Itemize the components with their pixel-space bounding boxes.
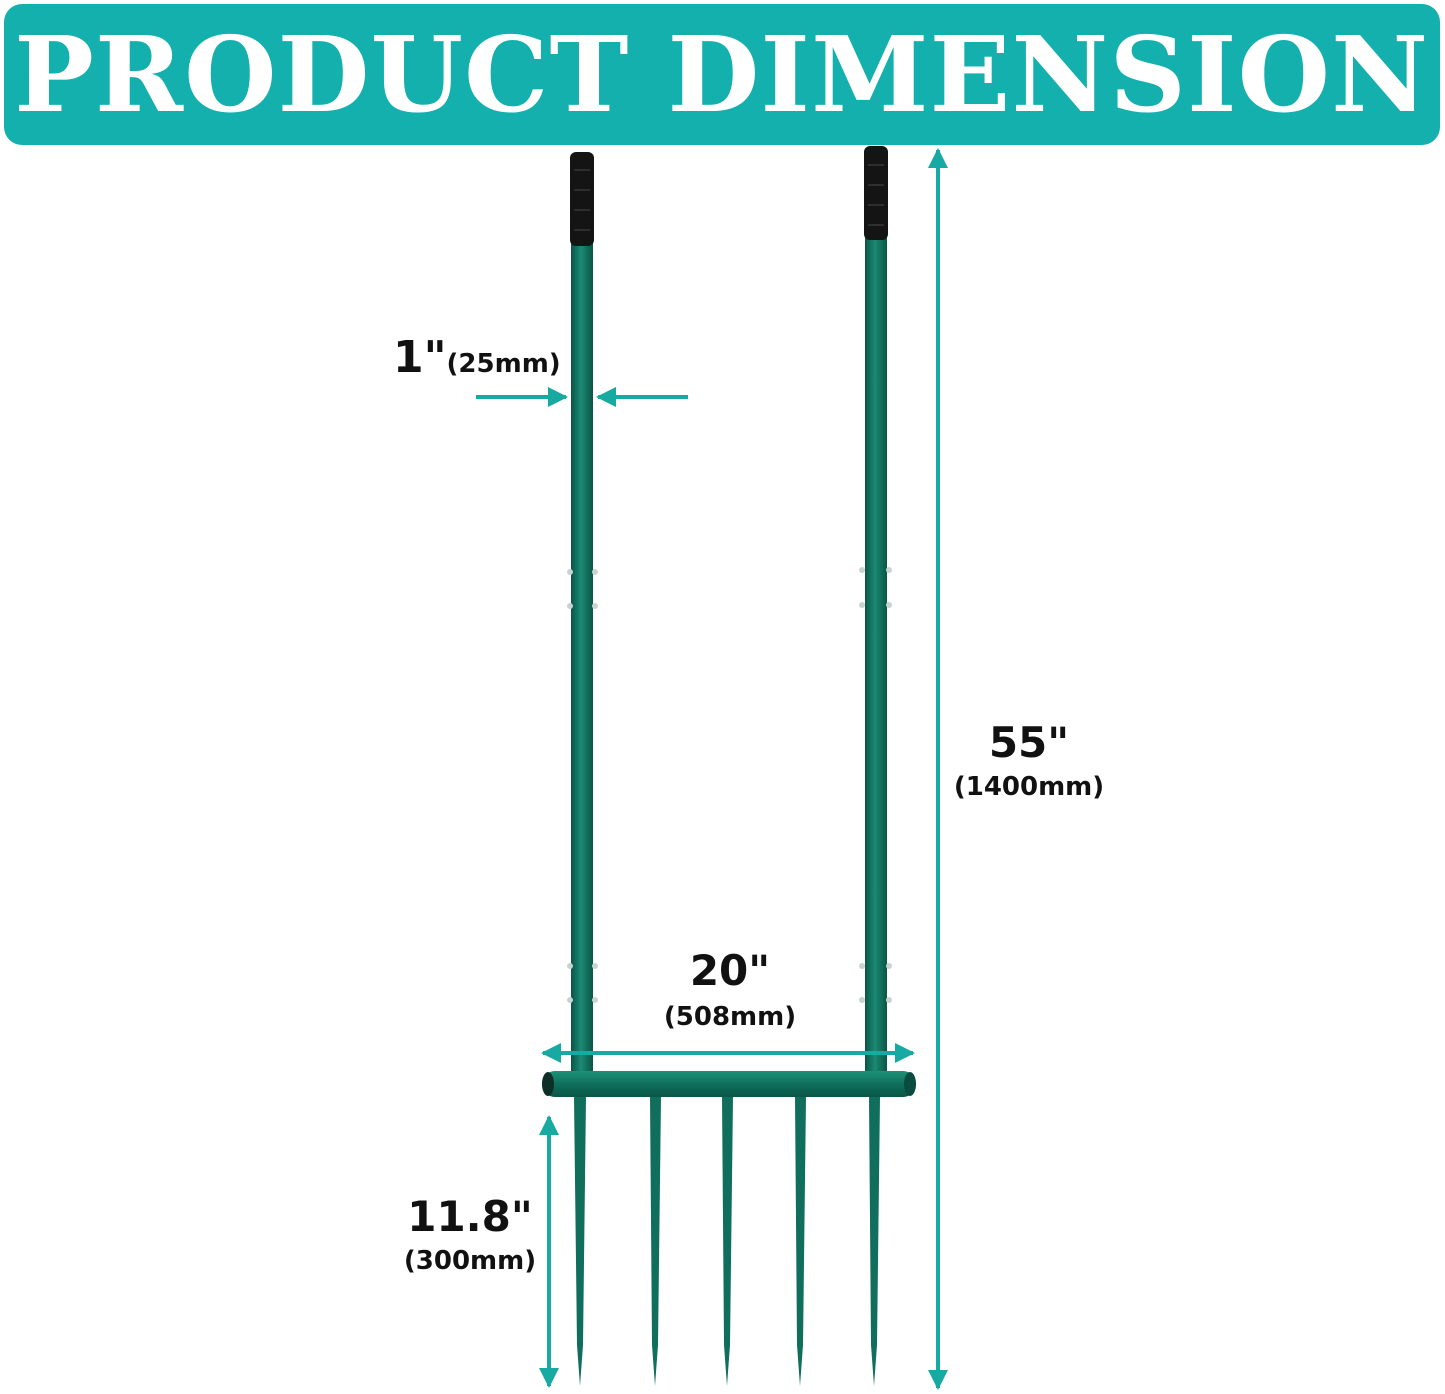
tine-length-label: 11.8" (300mm) [403,1192,537,1276]
left-pole [571,243,593,1073]
right-pole [865,237,887,1073]
handle-grip-icon [570,152,594,246]
title-banner: PRODUCT DIMENSION [4,4,1440,145]
tine [722,1097,733,1386]
tine [795,1097,806,1386]
cross-bar [542,1071,916,1097]
height-label: 55" (1400mm) [953,718,1105,802]
width-label: 20" (508mm) [663,946,797,1032]
handle-grip-icon [864,146,888,240]
left-handle [567,152,598,1073]
tine [650,1097,661,1386]
rivet-icon [567,569,573,575]
right-handle [859,146,892,1073]
tines [574,1097,880,1386]
tine [869,1097,880,1386]
tine [574,1097,586,1386]
page-title: PRODUCT DIMENSION [14,12,1430,136]
dimension-arrows [476,148,948,1390]
diameter-label: 1"(25mm) [393,332,561,383]
